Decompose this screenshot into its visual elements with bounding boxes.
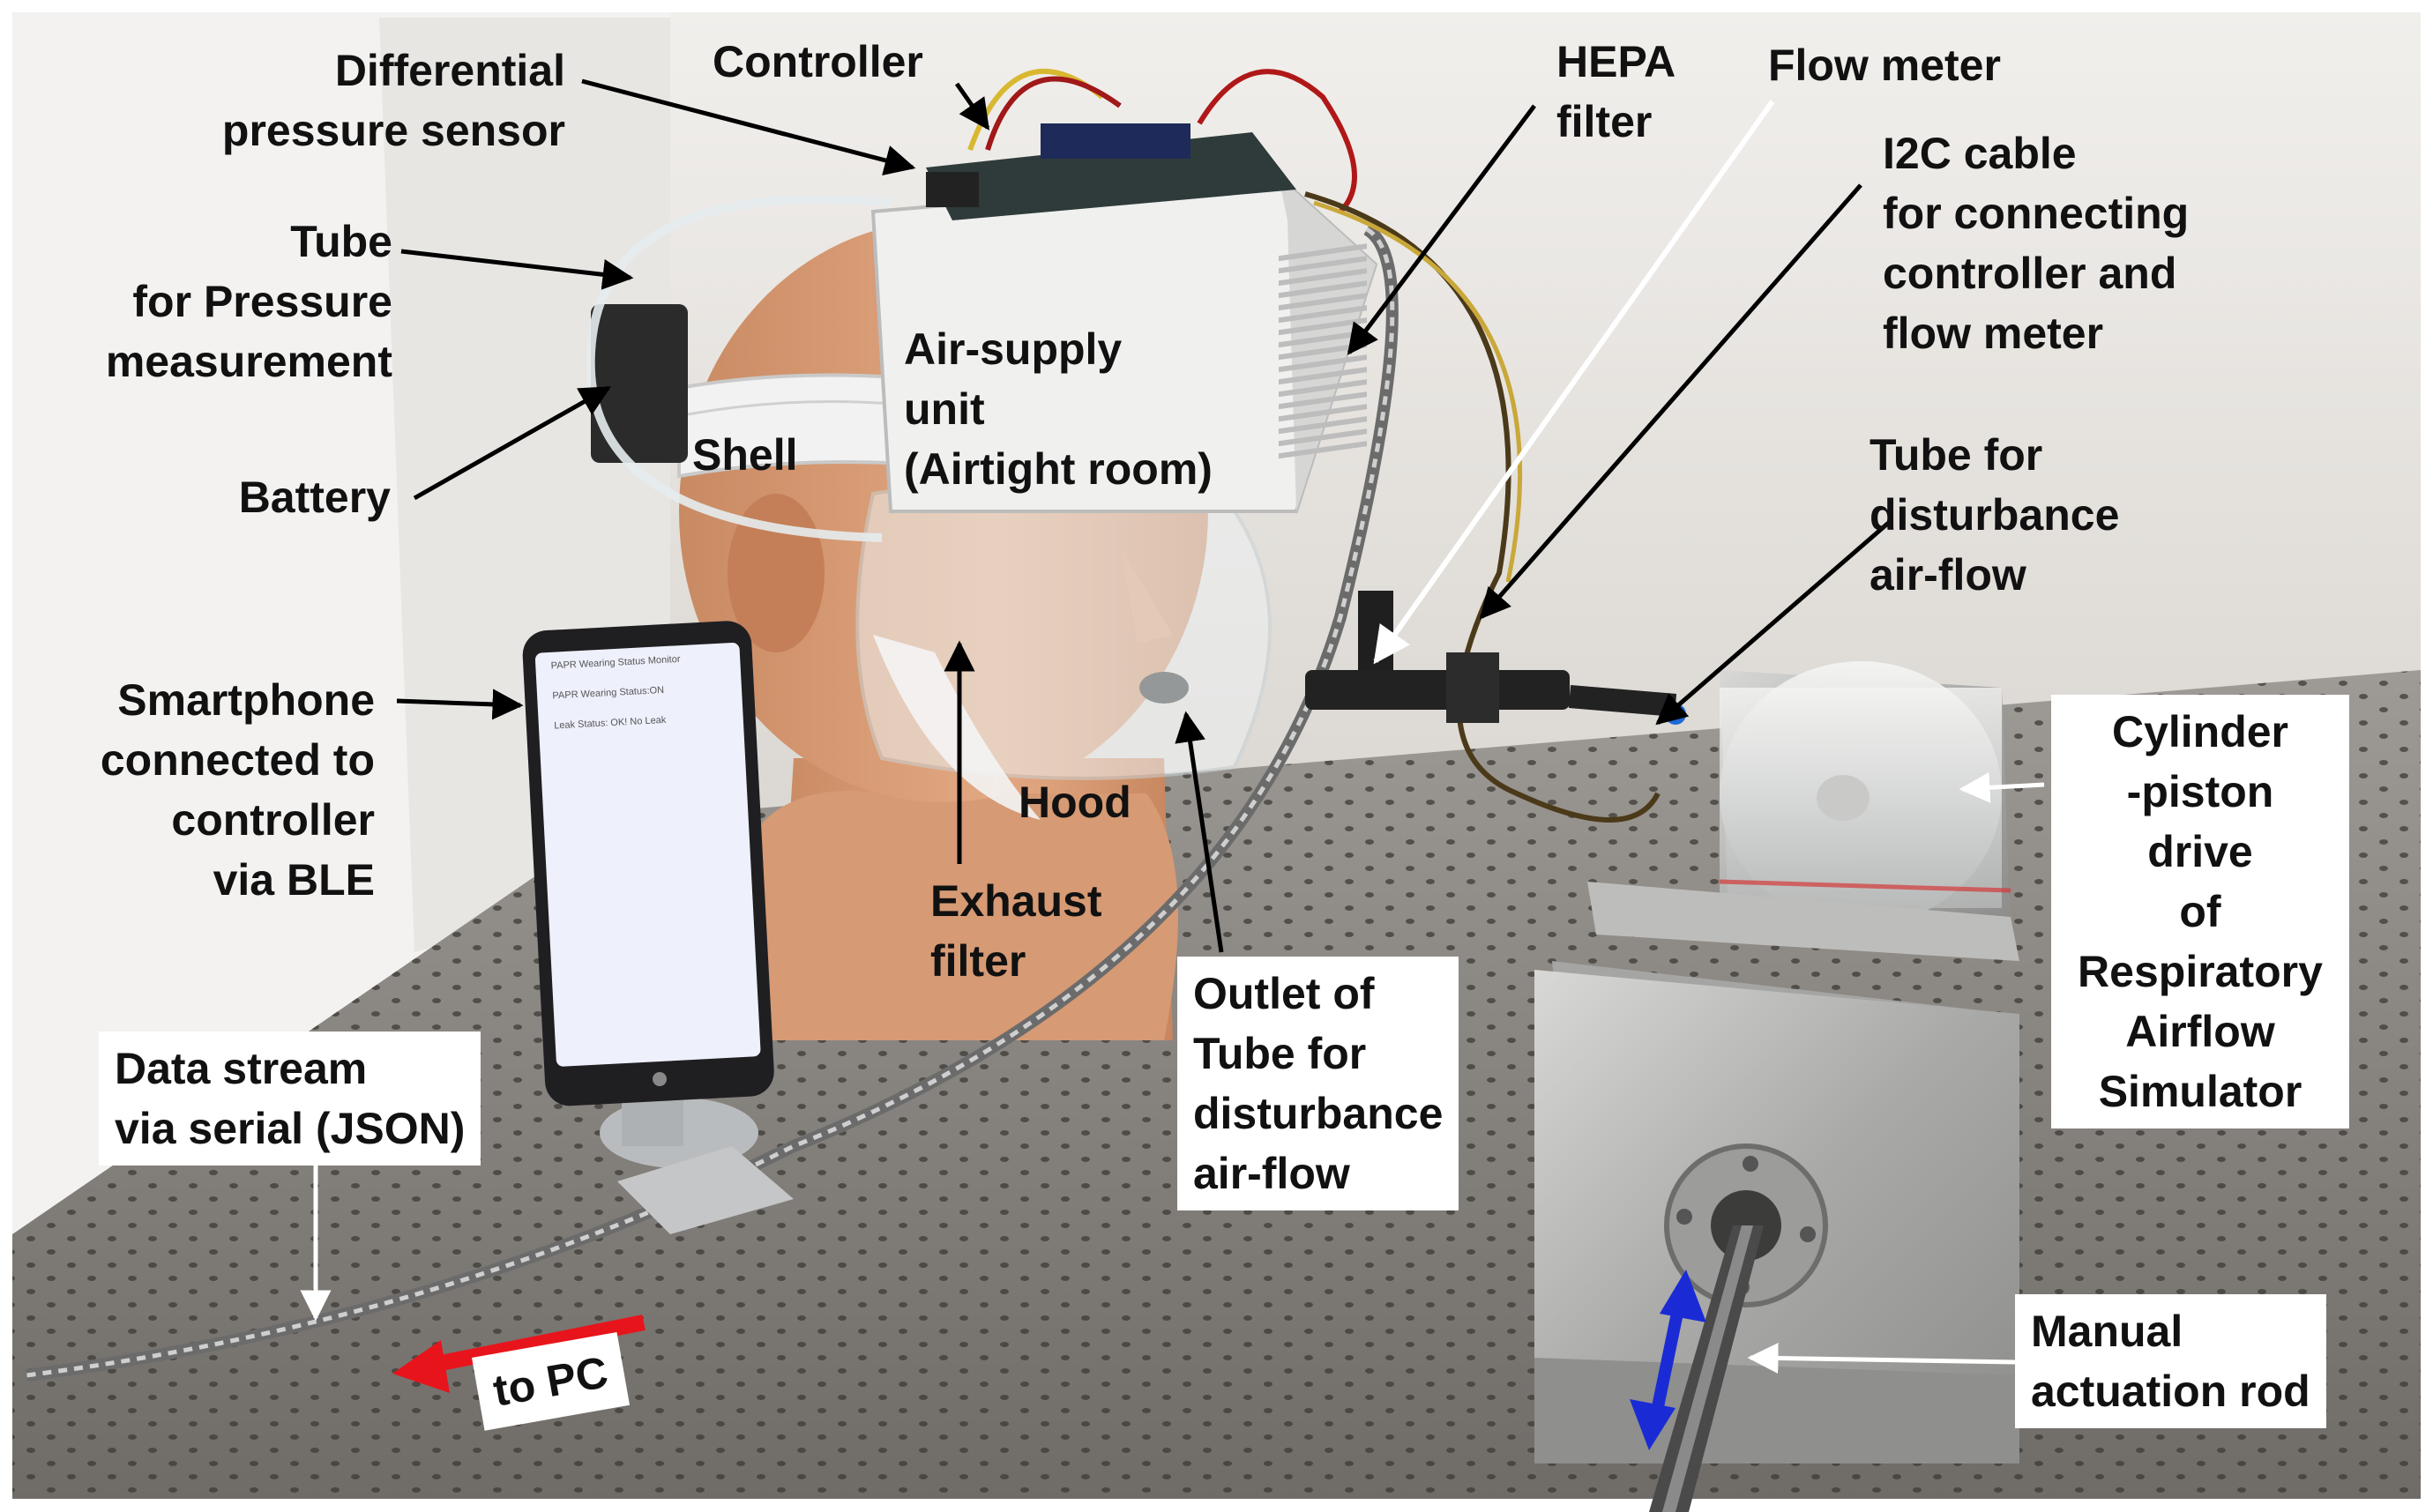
rod-motion-arrowhead-top [1660, 1270, 1706, 1322]
to-pc-arrow [413, 1315, 646, 1376]
arrow-tube-disturbance [1655, 518, 1893, 726]
label-differential-pressure-sensor: Differential pressure sensor [221, 46, 565, 155]
arrow-controller [954, 82, 990, 130]
label-tube-disturbance: Tube for disturbance air-flow [1870, 430, 2120, 600]
arrow-smartphone [396, 689, 524, 720]
label-i2c-cable: I2C cable for connecting controller and … [1883, 129, 2190, 358]
label-battery: Battery [238, 473, 391, 522]
label-hepa-filter: HEPA filter [1556, 37, 1676, 146]
label-manual-rod: Manual actuation rod [2015, 1294, 2326, 1428]
label-data-stream: Data stream via serial (JSON) [99, 1032, 481, 1166]
arrow-manual-rod [1747, 1343, 2016, 1374]
arrow-flow-meter [1373, 100, 1775, 665]
label-hood: Hood [1019, 778, 1131, 827]
arrow-hepa [1347, 104, 1536, 355]
label-tube-pressure: Tube for Pressure measurement [105, 217, 392, 386]
to-pc-arrowhead [392, 1340, 450, 1393]
label-controller: Controller [713, 37, 923, 86]
label-cylinder-piston: Cylinder -piston drive of Respiratory Ai… [2051, 695, 2349, 1128]
arrow-cylinder [1959, 771, 2045, 803]
arrow-i2c [1479, 183, 1862, 620]
label-shell: Shell [692, 430, 798, 480]
arrow-battery [413, 385, 612, 501]
arrow-diff-pressure [581, 78, 916, 175]
label-flow-meter: Flow meter [1768, 41, 2001, 90]
label-air-supply-unit: Air-supply unit (Airtight room) [904, 324, 1213, 494]
label-exhaust-filter: Exhaust filter [930, 876, 1102, 986]
rod-motion-arrow [1649, 1299, 1686, 1421]
arrow-tube-pressure [400, 249, 634, 290]
rod-motion-arrowhead-bottom [1630, 1399, 1675, 1450]
label-smartphone: Smartphone connected to controller via B… [100, 675, 375, 905]
arrow-outlet [1175, 711, 1224, 953]
label-outlet-tube: Outlet of Tube for disturbance air-flow [1177, 957, 1459, 1210]
